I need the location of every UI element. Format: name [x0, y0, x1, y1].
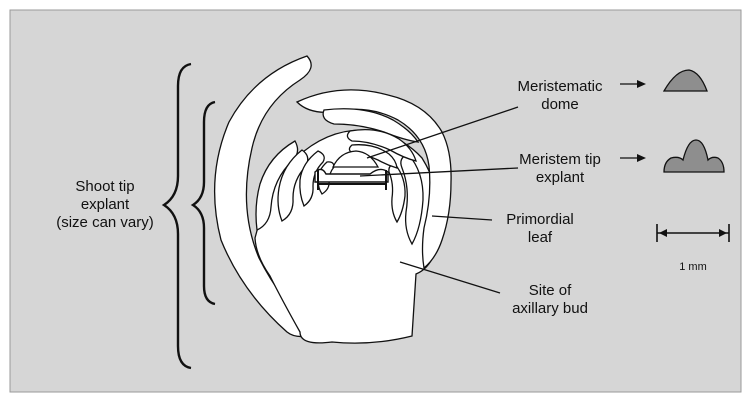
label-meristem-tip-line-2: explant [500, 169, 620, 187]
label-meristem-tip-explant: Meristem tip explant [500, 151, 620, 187]
label-shoot-tip-line-2: explant [45, 196, 165, 214]
label-site-of-axillary-bud: Site of axillary bud [495, 282, 605, 318]
scale-bar-label: 1 mm [663, 258, 723, 276]
label-shoot-tip-explant: Shoot tip explant (size can vary) [45, 178, 165, 232]
label-meristem-tip-line-1: Meristem tip [500, 151, 620, 169]
label-axillary-line-1: Site of [495, 282, 605, 300]
label-primordial-leaf: Primordial leaf [490, 211, 590, 247]
label-shoot-tip-line-1: Shoot tip [45, 178, 165, 196]
label-meristematic-line-1: Meristematic [500, 78, 620, 96]
label-primordial-line-1: Primordial [490, 211, 590, 229]
label-shoot-tip-line-3: (size can vary) [45, 214, 165, 232]
label-axillary-line-2: axillary bud [495, 300, 605, 318]
label-meristematic-line-2: dome [500, 96, 620, 114]
label-meristematic-dome: Meristematic dome [500, 78, 620, 114]
label-primordial-line-2: leaf [490, 229, 590, 247]
